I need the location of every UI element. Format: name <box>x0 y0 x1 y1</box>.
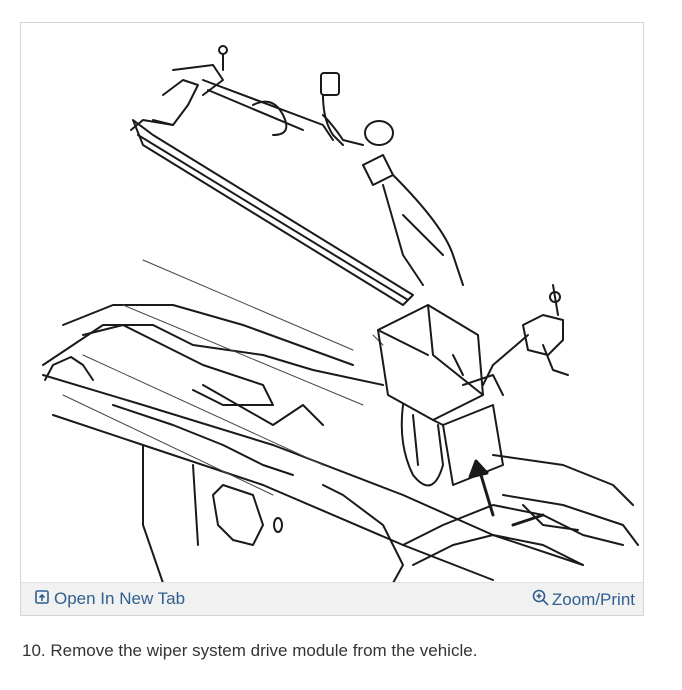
removal-arrow <box>468 459 545 527</box>
wiper-module-diagram[interactable] <box>23 25 641 583</box>
figure-card: Open In New Tab Zoom/Print <box>20 22 644 616</box>
cowl-panel <box>42 304 639 583</box>
connector <box>320 72 464 286</box>
open-in-new-tab-label: Open In New Tab <box>54 589 186 608</box>
zoom-print-label: Zoom/Print <box>551 590 635 609</box>
right-pivot <box>482 284 569 386</box>
open-in-new-tab-link[interactable]: Open In New Tab <box>35 589 185 609</box>
zoom-in-icon <box>532 589 549 611</box>
wiper-linkage <box>130 45 414 306</box>
drive-module <box>377 304 504 487</box>
hatch-lines <box>62 259 384 496</box>
open-in-new-tab-icon <box>35 589 49 609</box>
image-toolbar: Open In New Tab Zoom/Print <box>21 582 643 615</box>
step-instruction: 10. Remove the wiper system drive module… <box>22 641 478 660</box>
zoom-print-link[interactable]: Zoom/Print <box>532 589 635 611</box>
